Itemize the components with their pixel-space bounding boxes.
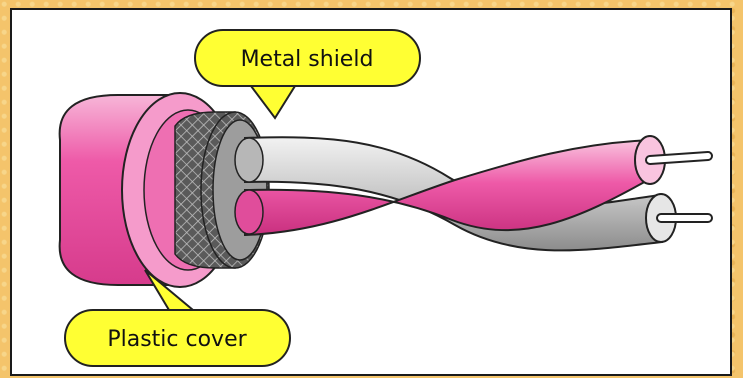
metal-shield-label: Metal shield xyxy=(241,47,374,72)
metal-shield-callout: Metal shield xyxy=(195,30,420,118)
plastic-cover-label: Plastic cover xyxy=(107,327,247,352)
